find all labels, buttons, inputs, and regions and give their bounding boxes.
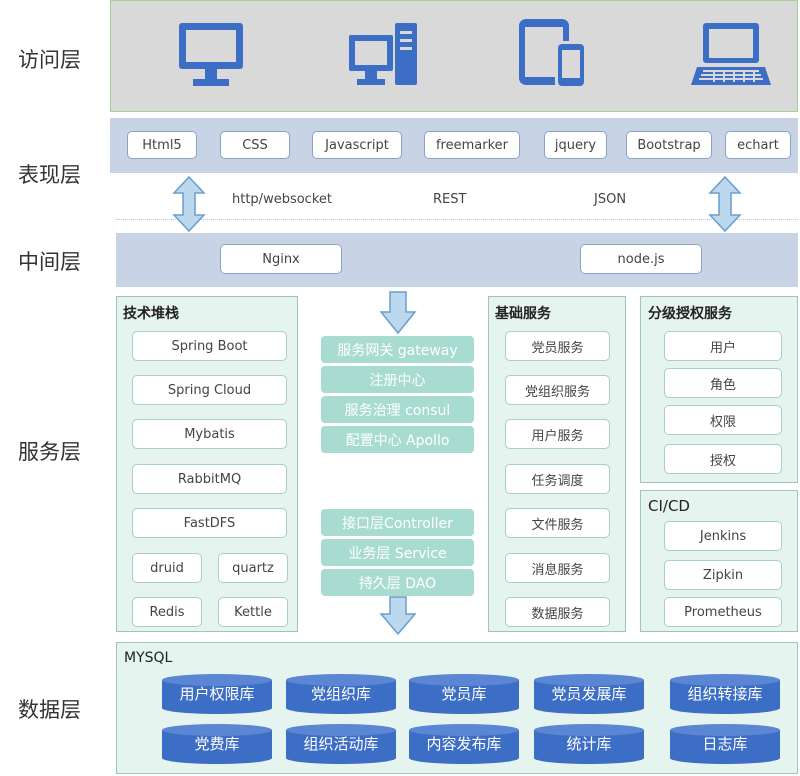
protocol-http-websocket: http/websocket: [232, 192, 332, 207]
cicd-title: CI/CD: [648, 497, 690, 515]
database-label: 党费库: [194, 735, 240, 753]
center-config: 配置中心 Apollo: [321, 426, 474, 453]
basic-service-item: 用户服务: [505, 419, 610, 449]
database-cylinder: 用户权限库: [162, 674, 272, 714]
database-label: 用户权限库: [179, 685, 255, 703]
layer-label-access: 访问层: [18, 48, 81, 72]
database-cylinder: 组织活动库: [286, 724, 396, 764]
tablet-phone-icon: [519, 19, 587, 89]
database-cylinder: 党员发展库: [534, 674, 644, 714]
layer-label-middleware: 中间层: [18, 250, 81, 274]
database-cylinder: 日志库: [670, 724, 780, 764]
center-controller: 接口层Controller: [321, 509, 474, 536]
basic-service-item: 党组织服务: [505, 375, 610, 405]
middleware-nginx: Nginx: [220, 244, 342, 274]
left-double-arrow: [172, 175, 206, 233]
middleware-nodejs: node.js: [580, 244, 702, 274]
auth-item-role: 角色: [664, 368, 782, 398]
desktop-computer-icon: [349, 23, 417, 85]
database-cylinder: 党员库: [409, 674, 519, 714]
laptop-icon: [691, 23, 771, 85]
center-gateway: 服务网关 gateway: [321, 336, 474, 363]
tech-javascript: Javascript: [312, 131, 402, 159]
center-governance: 服务治理 consul: [321, 396, 474, 423]
tech-stack-rabbitmq: RabbitMQ: [132, 464, 287, 494]
basic-service-item: 党员服务: [505, 331, 610, 361]
layer-label-data: 数据层: [18, 698, 81, 722]
tech-stack-title: 技术堆栈: [123, 306, 179, 322]
auth-item-grant: 授权: [664, 444, 782, 474]
database-cylinder: 内容发布库: [409, 724, 519, 764]
layer-label-presentation: 表现层: [18, 163, 81, 187]
tech-stack-fastdfs: FastDFS: [132, 508, 287, 538]
center-dao: 持久层 DAO: [321, 569, 474, 596]
database-label: 党员发展库: [551, 685, 627, 703]
layer-label-service: 服务层: [18, 440, 81, 464]
basic-service-item: 文件服务: [505, 508, 610, 538]
database-cylinder: 统计库: [534, 724, 644, 764]
database-label: 党员库: [441, 685, 487, 703]
protocol-json: JSON: [594, 192, 627, 207]
tech-echart: echart: [725, 131, 791, 159]
database-cylinder: 党费库: [162, 724, 272, 764]
tech-stack-quartz: quartz: [218, 553, 288, 583]
tech-html5: Html5: [127, 131, 197, 159]
database-label: 内容发布库: [426, 735, 502, 753]
database-label: 日志库: [702, 735, 748, 753]
auth-item-permission: 权限: [664, 405, 782, 435]
tech-stack-redis: Redis: [132, 597, 202, 627]
database-label: 组织活动库: [303, 735, 379, 753]
database-label: 组织转接库: [687, 685, 763, 703]
auth-services-title: 分级授权服务: [648, 306, 732, 322]
center-registry: 注册中心: [321, 366, 474, 393]
access-layer-band: [110, 0, 798, 112]
database-label: 统计库: [566, 735, 612, 753]
database-cylinder: 党组织库: [286, 674, 396, 714]
tech-stack-mybatis: Mybatis: [132, 419, 287, 449]
auth-item-user: 用户: [664, 331, 782, 361]
cicd-prometheus: Prometheus: [664, 597, 782, 627]
tech-css: CSS: [220, 131, 290, 159]
center-service: 业务层 Service: [321, 539, 474, 566]
cicd-zipkin: Zipkin: [664, 560, 782, 590]
monitor-icon: [179, 23, 243, 86]
basic-service-item: 消息服务: [505, 553, 610, 583]
basic-services-title: 基础服务: [495, 306, 551, 322]
right-double-arrow: [708, 175, 742, 233]
tech-freemarker: freemarker: [424, 131, 520, 159]
basic-service-item: 数据服务: [505, 597, 610, 627]
cicd-jenkins: Jenkins: [664, 521, 782, 551]
down-arrow-bottom: [379, 596, 417, 636]
tech-bootstrap: Bootstrap: [626, 131, 712, 159]
basic-service-item: 任务调度: [505, 464, 610, 494]
database-cylinder: 组织转接库: [670, 674, 780, 714]
tech-jquery: jquery: [544, 131, 607, 159]
protocol-divider: [116, 219, 798, 220]
tech-stack-kettle: Kettle: [218, 597, 288, 627]
down-arrow-top: [379, 291, 417, 335]
tech-stack-druid: druid: [132, 553, 202, 583]
tech-stack-spring-cloud: Spring Cloud: [132, 375, 287, 405]
database-label: 党组织库: [310, 685, 371, 703]
tech-stack-spring-boot: Spring Boot: [132, 331, 287, 361]
mysql-title: MYSQL: [124, 650, 173, 666]
protocol-rest: REST: [433, 192, 467, 207]
